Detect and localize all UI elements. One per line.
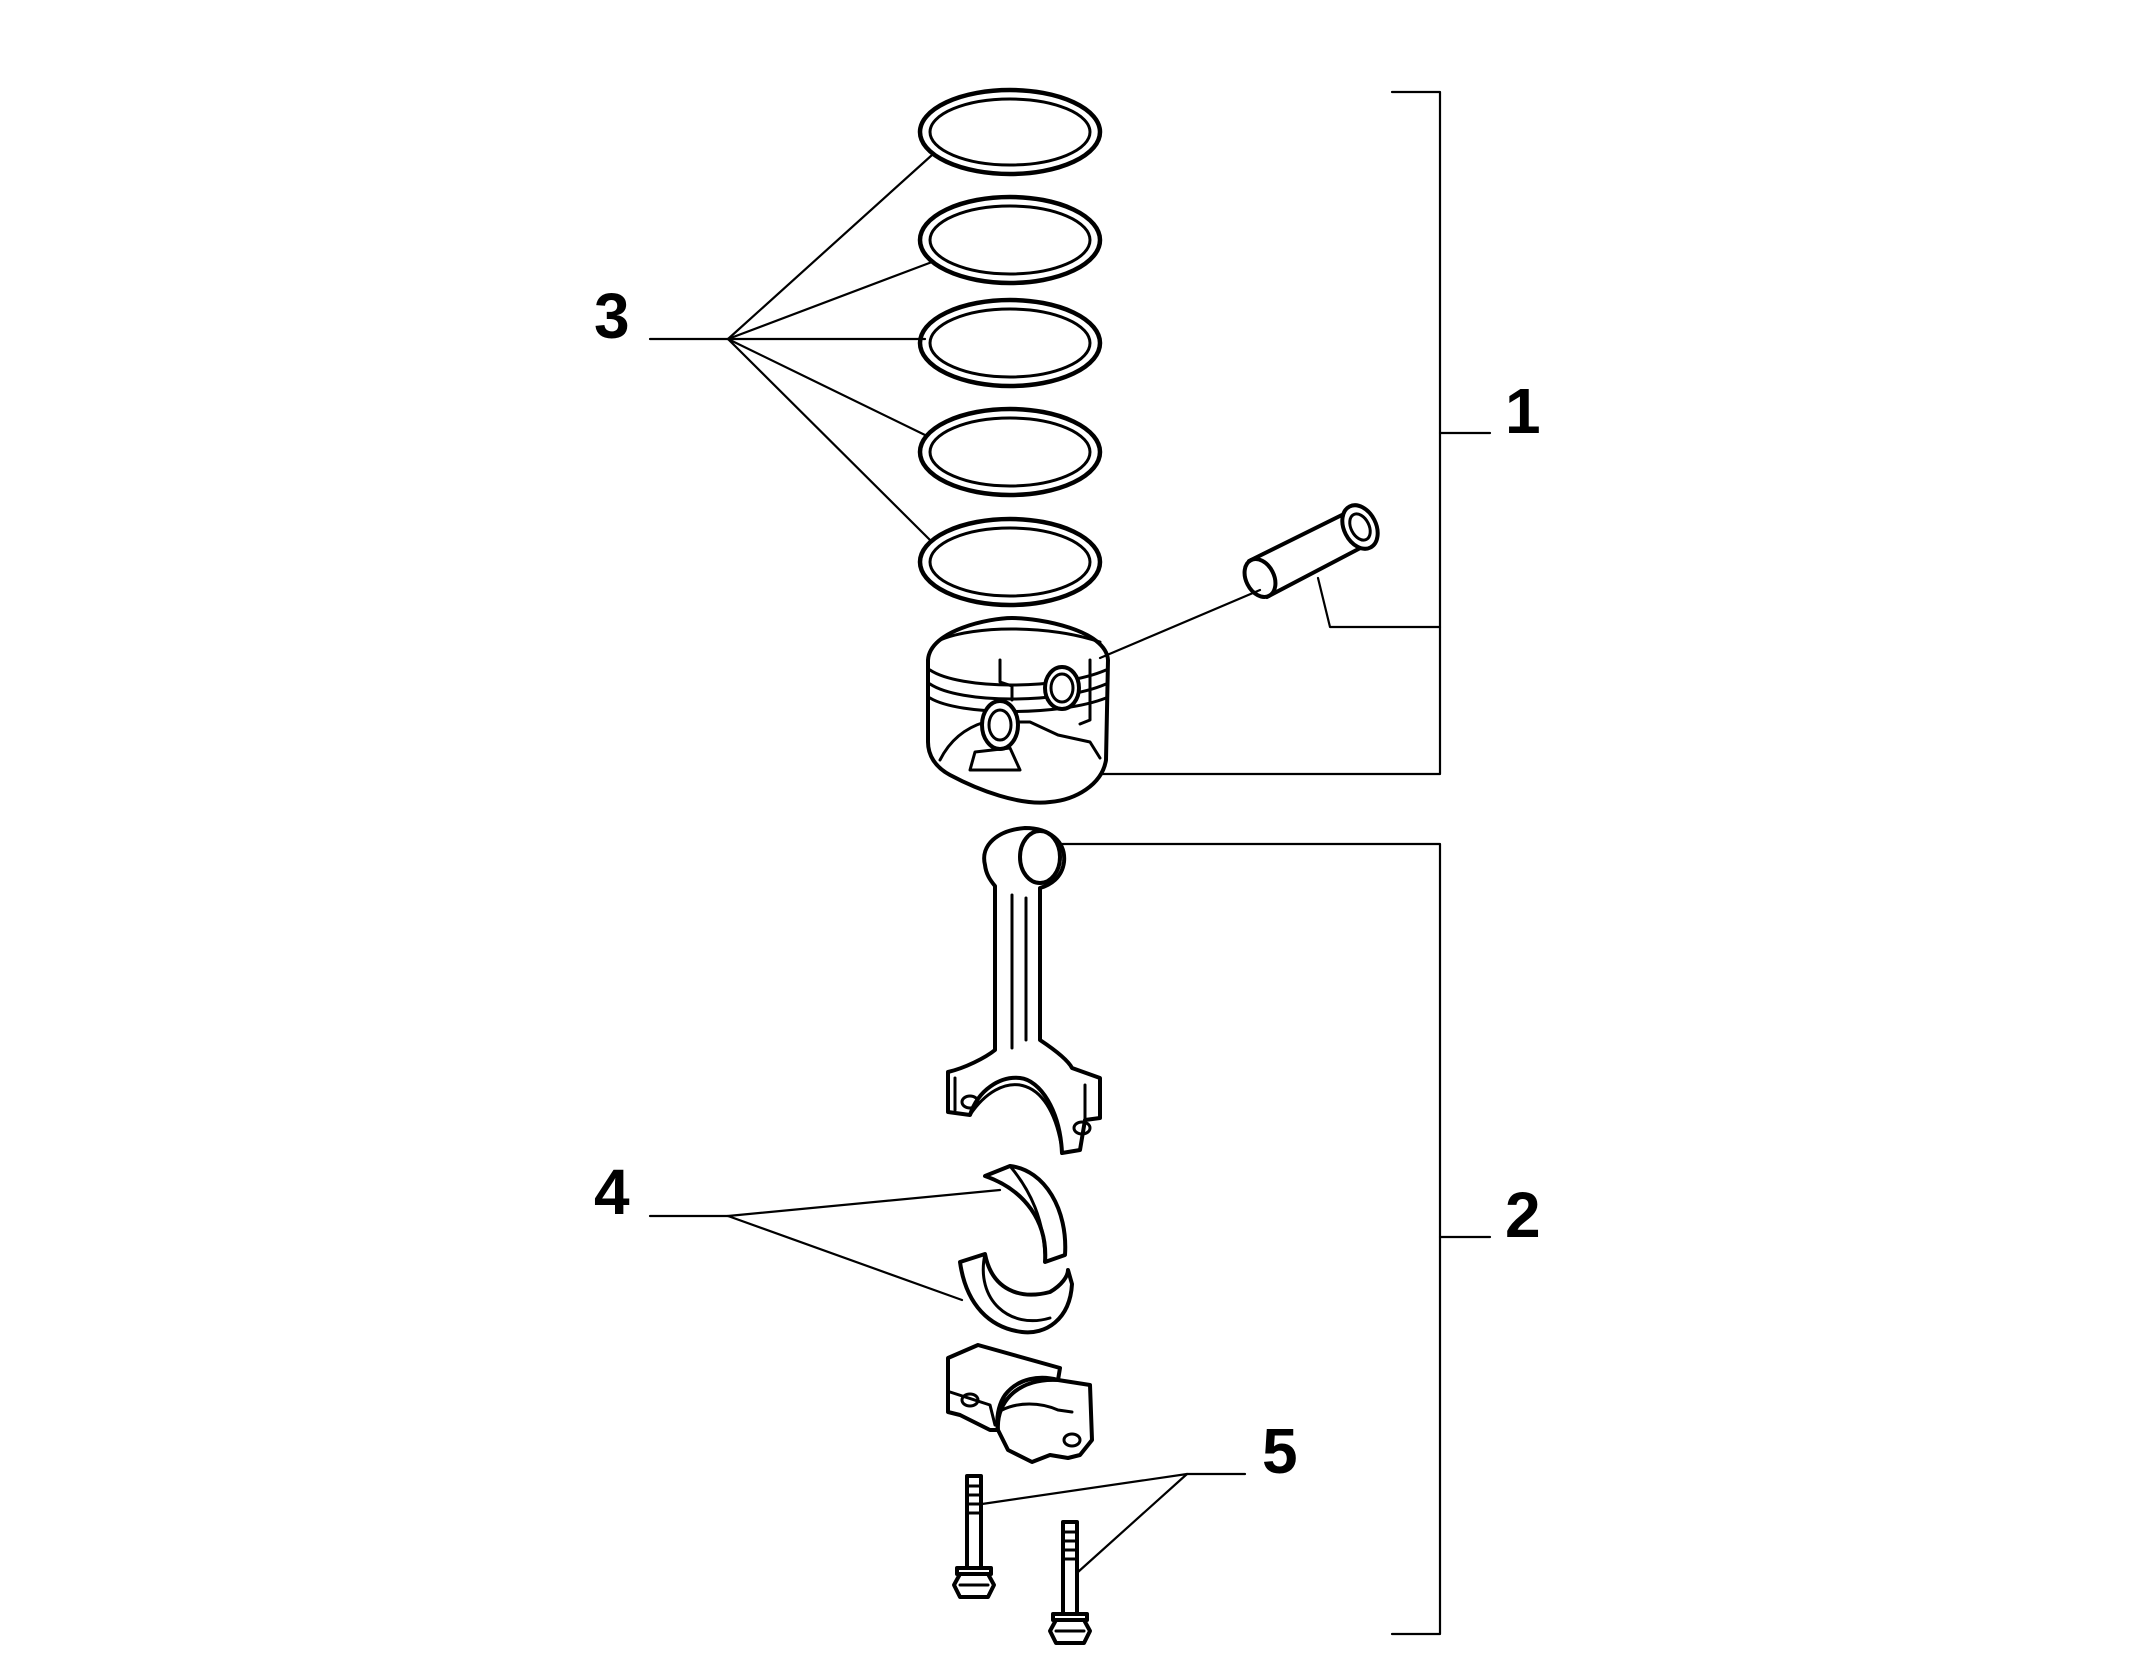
piston-ring-2 [917, 194, 1103, 286]
callout-3: 3 [594, 280, 630, 352]
leader-lines-3 [648, 153, 934, 542]
piston [926, 616, 1110, 805]
leader-lines-5 [980, 1472, 1247, 1574]
piston-ring-set [917, 87, 1103, 608]
callout-4: 4 [594, 1156, 630, 1228]
piston-ring-1 [917, 87, 1103, 177]
bracket-2 [1060, 842, 1492, 1636]
bearing-shell-upper [983, 1164, 1068, 1264]
bearing-shell-lower [958, 1252, 1074, 1335]
piston-ring-4 [917, 406, 1103, 498]
connecting-rod [946, 826, 1102, 1155]
callout-2: 2 [1505, 1179, 1541, 1251]
conrod-bolt-2 [1048, 1520, 1092, 1645]
piston-ring-5 [917, 516, 1103, 608]
connecting-rod-cap [946, 1343, 1094, 1464]
conrod-bolt-1 [952, 1474, 996, 1599]
callout-1: 1 [1505, 375, 1541, 447]
leader-lines-4 [648, 1188, 1002, 1302]
bracket-1 [1098, 90, 1492, 776]
piston-ring-3 [917, 297, 1103, 389]
callout-5: 5 [1262, 1415, 1298, 1487]
piston-pin [1242, 503, 1380, 599]
